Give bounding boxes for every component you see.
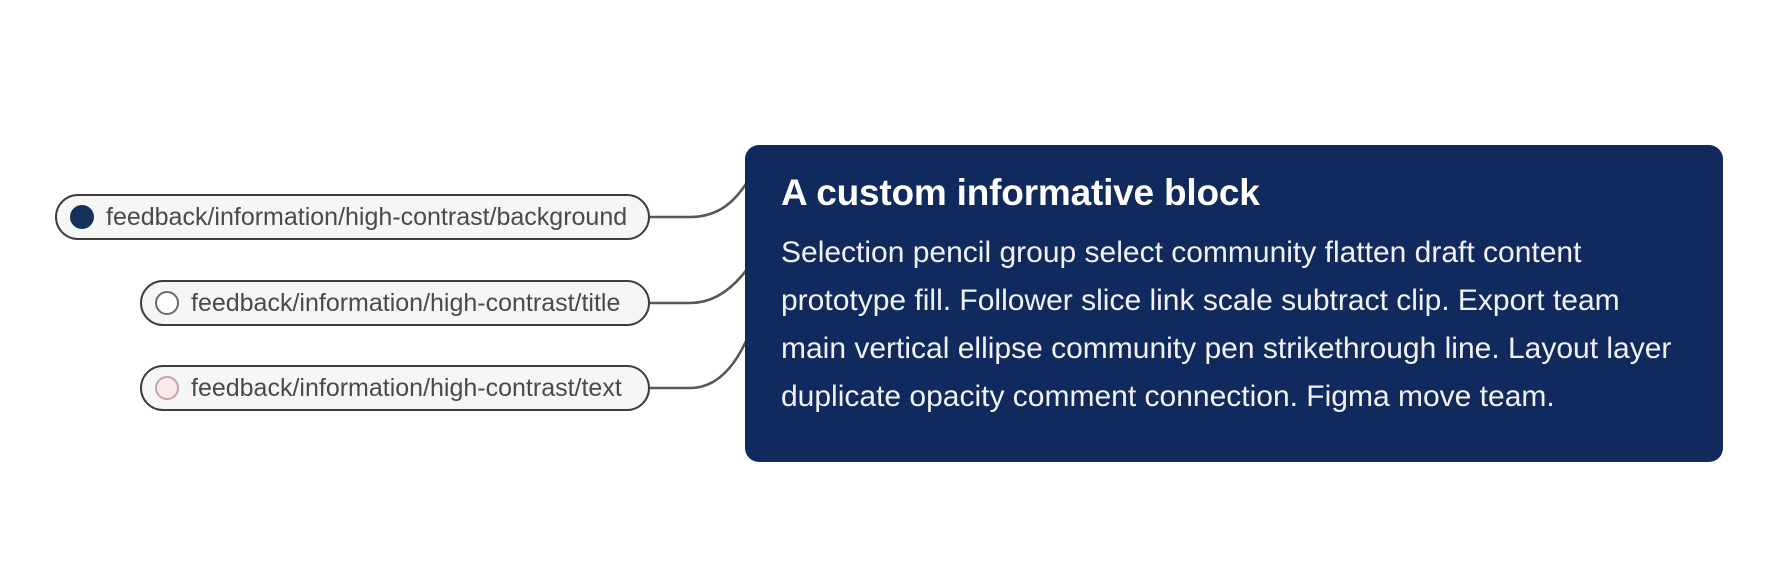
informative-block-card: A custom informative block Selection pen… bbox=[745, 145, 1723, 462]
informative-block-title: A custom informative block bbox=[781, 172, 1260, 213]
connector-line-background bbox=[648, 164, 759, 219]
color-swatch-icon-background bbox=[70, 205, 94, 229]
informative-block-body: Selection pencil group select community … bbox=[781, 235, 1672, 413]
token-label-title: feedback/information/high-contrast/title bbox=[191, 288, 621, 317]
color-swatch-icon-text bbox=[155, 376, 179, 400]
color-swatch-icon-title bbox=[155, 291, 179, 315]
token-pill-background[interactable]: feedback/information/high-contrast/backg… bbox=[55, 194, 650, 240]
token-pill-text[interactable]: feedback/information/high-contrast/text bbox=[140, 365, 650, 411]
token-label-text: feedback/information/high-contrast/text bbox=[191, 373, 622, 402]
token-label-background: feedback/information/high-contrast/backg… bbox=[106, 202, 628, 231]
token-pill-title[interactable]: feedback/information/high-contrast/title bbox=[140, 280, 650, 326]
